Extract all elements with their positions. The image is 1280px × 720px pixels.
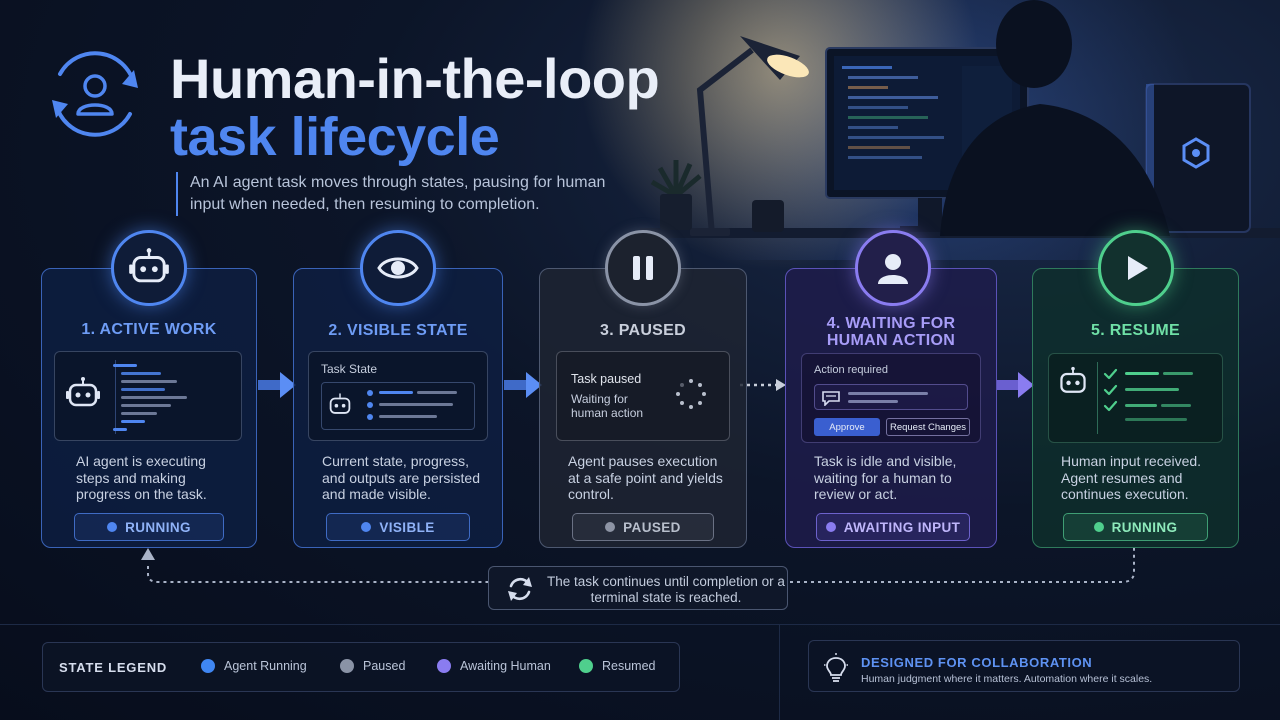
card-description: AI agent is executing steps and making p…	[76, 453, 207, 502]
panel-label: Action required	[814, 364, 888, 376]
panel-label: Task paused	[571, 372, 642, 386]
card-title: 4. WAITING FOR HUMAN ACTION	[826, 315, 956, 349]
sync-user-icon	[52, 51, 138, 137]
status-badge-paused: PAUSED	[572, 513, 714, 541]
card-description: Agent pauses execution at a safe point a…	[568, 453, 723, 502]
status-dot	[361, 522, 372, 532]
card-title: 1. ACTIVE WORK	[81, 321, 217, 338]
eye-icon	[377, 257, 419, 279]
comment-icon	[822, 391, 840, 406]
legend-dot	[579, 659, 593, 673]
page-title-line2: task lifecycle	[170, 107, 500, 167]
mug-icon	[752, 200, 784, 232]
card-description: Task is idle and visible, waiting for a …	[814, 453, 957, 502]
flow-arrow-1	[258, 372, 296, 398]
status-dot	[107, 522, 118, 532]
state-badge-pause	[605, 230, 681, 306]
user-icon	[878, 254, 908, 284]
refresh-icon	[508, 577, 532, 601]
robot-icon	[129, 248, 169, 283]
state-card-paused: 3. PAUSED Task paused Waiting for human …	[539, 268, 747, 548]
legend-item-agent-running: Agent Running	[201, 659, 307, 673]
card-description: Human input received. Agent resumes and …	[1061, 453, 1202, 502]
collaboration-title: DESIGNED FOR COLLABORATION	[861, 655, 1093, 670]
page-title-line1: Human-in-the-loop	[170, 47, 660, 110]
task-state-panel: Task State	[308, 351, 488, 441]
loop-note: The task continues until completion or a…	[488, 566, 788, 610]
card-title: 5. RESUME	[1091, 322, 1180, 339]
legend-item-paused: Paused	[340, 659, 405, 673]
collaboration-text: Human judgment where it matters. Automat…	[861, 673, 1153, 685]
status-dot	[1093, 522, 1104, 532]
flow-arrow-2	[504, 372, 542, 398]
plant-icon	[650, 160, 702, 230]
legend-dot	[437, 659, 451, 673]
robot-icon	[66, 377, 100, 407]
paused-panel: Task paused Waiting for human action	[556, 351, 730, 441]
state-card-active-work: 1. ACTIVE WORK AI agent is executing ste…	[41, 268, 257, 548]
bottom-divider	[0, 624, 1280, 625]
flow-arrow-4	[996, 372, 1034, 398]
status-badge-running: RUNNING	[1063, 513, 1208, 541]
status-dot	[605, 522, 616, 532]
resume-panel	[1048, 353, 1223, 443]
legend-item-resumed: Resumed	[579, 659, 656, 673]
request-changes-button[interactable]: Request Changes	[886, 418, 970, 436]
robot-icon	[1060, 366, 1086, 393]
status-badge-awaiting: AWAITING INPUT	[816, 513, 970, 541]
card-title: 2. VISIBLE STATE	[328, 322, 468, 339]
pc-tower-icon	[1145, 83, 1251, 233]
status-badge-running: RUNNING	[74, 513, 224, 541]
panel-label: Task State	[321, 362, 378, 376]
state-badge-robot	[111, 230, 187, 306]
status-badge-visible: VISIBLE	[326, 513, 470, 541]
legend-dot	[201, 659, 215, 673]
collaboration-callout: DESIGNED FOR COLLABORATION Human judgmen…	[808, 640, 1240, 692]
action-required-panel: Action required Approve Request Changes	[801, 353, 981, 443]
loading-spinner-icon	[676, 379, 706, 409]
state-card-waiting: 4. WAITING FOR HUMAN ACTION Action requi…	[785, 268, 997, 548]
lightbulb-icon	[824, 653, 848, 682]
bottom-vertical-divider	[779, 624, 780, 720]
code-panel	[54, 351, 242, 441]
loop-back-path	[141, 548, 1135, 583]
card-description: Current state, progress, and outputs are…	[322, 453, 480, 502]
lamp-icon	[690, 36, 809, 236]
panel-sublabel: Waiting for human action	[571, 392, 644, 420]
page-subtitle: An AI agent task moves through states, p…	[176, 172, 616, 216]
legend-item-awaiting-human: Awaiting Human	[437, 659, 551, 673]
pause-icon	[633, 256, 653, 280]
approve-button[interactable]: Approve	[814, 418, 880, 436]
card-title: 3. PAUSED	[600, 322, 686, 339]
play-icon	[1128, 256, 1148, 280]
robot-icon	[329, 393, 351, 414]
legend-dot	[340, 659, 354, 673]
status-dot	[825, 522, 836, 532]
state-card-resume: 5. RESUME Human input received. Agent re…	[1032, 268, 1239, 548]
state-badge-play	[1098, 230, 1174, 306]
state-card-visible-state: 2. VISIBLE STATE Task State Current stat…	[293, 268, 503, 548]
state-badge-eye	[360, 230, 436, 306]
flow-arrow-3	[740, 379, 786, 391]
checklist-icon	[1103, 368, 1193, 421]
state-legend: STATE LEGEND Agent Running Paused Awaiti…	[42, 642, 680, 692]
legend-title: STATE LEGEND	[59, 660, 168, 675]
loop-note-text: The task continues until completion or a…	[547, 574, 785, 605]
state-badge-user	[855, 230, 931, 306]
person-silhouette	[940, 0, 1170, 236]
